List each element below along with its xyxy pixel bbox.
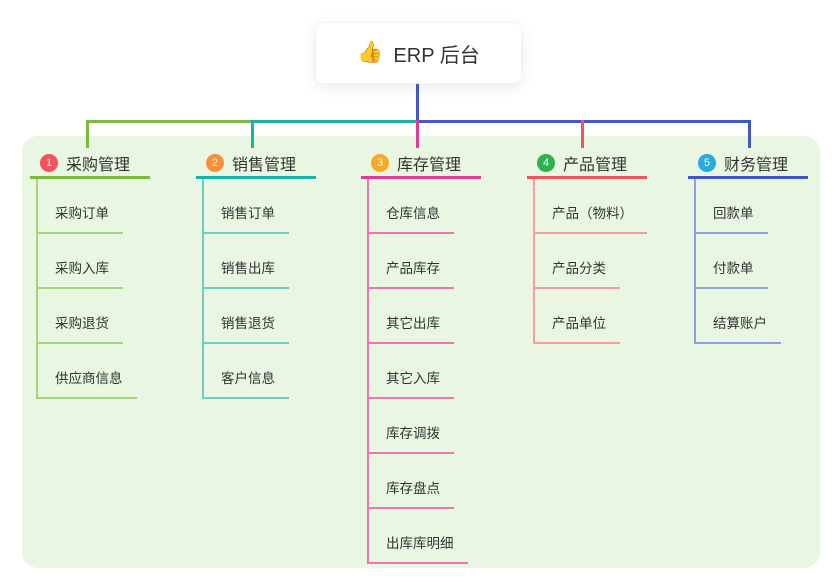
branch-3-child-line: [367, 179, 369, 564]
branch-2-child[interactable]: 销售出库: [202, 260, 289, 289]
branch-5-child-line: [694, 179, 696, 344]
branch-2-child[interactable]: 销售退货: [202, 315, 289, 344]
branch-3-child[interactable]: 仓库信息: [367, 205, 454, 234]
branch-3-child[interactable]: 库存盘点: [367, 480, 454, 509]
branch-3-child[interactable]: 其它入库: [367, 370, 454, 399]
bus-line-green: [86, 120, 253, 123]
branch-2-child[interactable]: 销售订单: [202, 205, 289, 234]
root-node[interactable]: 👍 ERP 后台: [315, 22, 522, 84]
branch-4-drop-line: [581, 120, 584, 148]
branch-1: 1 采购管理 采购订单 采购入库 采购退货 供应商信息: [30, 150, 150, 399]
branch-1-label: 采购管理: [66, 157, 131, 174]
branch-4-child-line: [533, 179, 535, 344]
branch-1-child-line: [36, 179, 38, 399]
branch-5-label: 财务管理: [724, 157, 789, 174]
branch-5-child[interactable]: 结算账户: [694, 315, 781, 344]
branch-2-header[interactable]: 2 销售管理: [196, 150, 316, 179]
branch-4: 4 产品管理 产品（物料） 产品分类 产品单位: [527, 150, 647, 344]
branch-1-child[interactable]: 供应商信息: [36, 370, 137, 399]
branch-5: 5 财务管理 回款单 付款单 结算账户: [688, 150, 808, 344]
branch-5-child[interactable]: 回款单: [694, 205, 768, 234]
root-title: ERP 后台: [393, 44, 480, 67]
branch-1-header[interactable]: 1 采购管理: [30, 150, 150, 179]
branch-1-drop-line: [86, 120, 89, 148]
branch-3-header[interactable]: 3 库存管理: [361, 150, 481, 179]
branch-3-child[interactable]: 库存调拨: [367, 425, 454, 454]
branch-2-badge: 2: [206, 154, 224, 172]
root-connector-line: [416, 82, 419, 123]
branch-3-child[interactable]: 产品库存: [367, 260, 454, 289]
thumbs-up-icon: 👍: [357, 41, 384, 64]
branch-2-label: 销售管理: [232, 157, 297, 174]
branch-1-child[interactable]: 采购退货: [36, 315, 123, 344]
branch-3-child[interactable]: 其它出库: [367, 315, 454, 344]
branch-3-drop-line: [416, 120, 419, 148]
branch-4-badge: 4: [537, 154, 555, 172]
branch-5-child[interactable]: 付款单: [694, 260, 768, 289]
branch-4-child[interactable]: 产品（物料）: [533, 205, 647, 234]
branch-4-label: 产品管理: [563, 157, 628, 174]
branch-3: 3 库存管理 仓库信息 产品库存 其它出库 其它入库 库存调拨 库存盘点 出库库…: [361, 150, 481, 564]
branch-1-child[interactable]: 采购订单: [36, 205, 123, 234]
branch-1-badge: 1: [40, 154, 58, 172]
branch-2-child[interactable]: 客户信息: [202, 370, 289, 399]
branch-3-child[interactable]: 出库库明细: [367, 535, 468, 564]
branches-panel: [22, 136, 820, 568]
branch-5-drop-line: [748, 120, 751, 148]
branch-5-badge: 5: [698, 154, 716, 172]
bus-line-teal: [252, 120, 417, 123]
branch-1-child[interactable]: 采购入库: [36, 260, 123, 289]
branch-3-label: 库存管理: [397, 157, 462, 174]
branch-4-child[interactable]: 产品单位: [533, 315, 620, 344]
branch-5-header[interactable]: 5 财务管理: [688, 150, 808, 179]
branch-4-child[interactable]: 产品分类: [533, 260, 620, 289]
branch-2: 2 销售管理 销售订单 销售出库 销售退货 客户信息: [196, 150, 316, 399]
branch-3-badge: 3: [371, 154, 389, 172]
branch-2-drop-line: [251, 120, 254, 148]
branch-2-child-line: [202, 179, 204, 399]
branch-4-header[interactable]: 4 产品管理: [527, 150, 647, 179]
